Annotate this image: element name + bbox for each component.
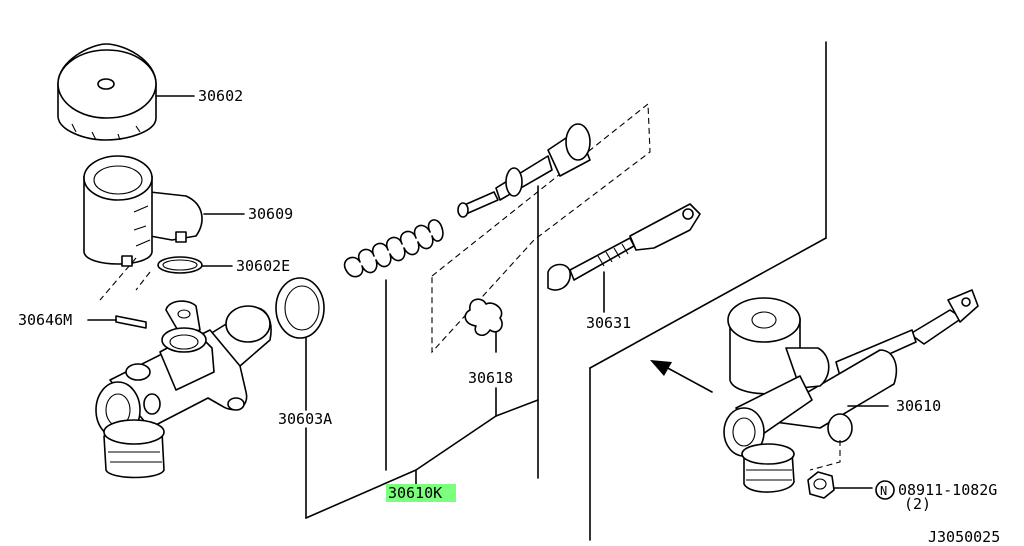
label-30610K[interactable]: 30610K bbox=[388, 484, 442, 502]
nut[interactable] bbox=[807, 440, 895, 500]
label-30603A[interactable]: 30603A bbox=[278, 410, 332, 428]
piston-group-outline bbox=[431, 102, 651, 354]
label-30646M[interactable]: 30646M bbox=[18, 311, 72, 329]
piston[interactable] bbox=[457, 123, 591, 479]
master-cylinder-assembly[interactable] bbox=[723, 289, 979, 493]
label-30602[interactable]: 30602 bbox=[198, 87, 243, 105]
stopper-ring[interactable] bbox=[464, 298, 503, 417]
reservoir[interactable] bbox=[83, 155, 245, 267]
direction-arrow-icon bbox=[650, 360, 713, 393]
reservoir-cap[interactable] bbox=[57, 43, 195, 141]
highlight-30610K bbox=[386, 484, 456, 502]
push-rod[interactable] bbox=[547, 203, 701, 313]
diagram-id: J3050025 bbox=[928, 528, 1000, 546]
label-30610[interactable]: 30610 bbox=[896, 397, 941, 415]
label-08911-1082G[interactable]: 08911-1082G bbox=[898, 481, 997, 499]
label-30602E[interactable]: 30602E bbox=[236, 257, 290, 275]
label-30618[interactable]: 30618 bbox=[468, 369, 513, 387]
label-30609[interactable]: 30609 bbox=[248, 205, 293, 223]
label-nut-symbol: N bbox=[880, 484, 887, 498]
label-nut-qty: (2) bbox=[904, 495, 931, 513]
cylinder-body[interactable] bbox=[95, 300, 272, 479]
spring[interactable] bbox=[343, 219, 444, 471]
frame-lines bbox=[589, 41, 827, 541]
reservoir-seal[interactable] bbox=[99, 256, 233, 301]
pin[interactable] bbox=[87, 315, 147, 329]
gasket[interactable] bbox=[275, 277, 325, 519]
label-30631[interactable]: 30631 bbox=[586, 314, 631, 332]
leader-lines-kit bbox=[305, 399, 539, 519]
